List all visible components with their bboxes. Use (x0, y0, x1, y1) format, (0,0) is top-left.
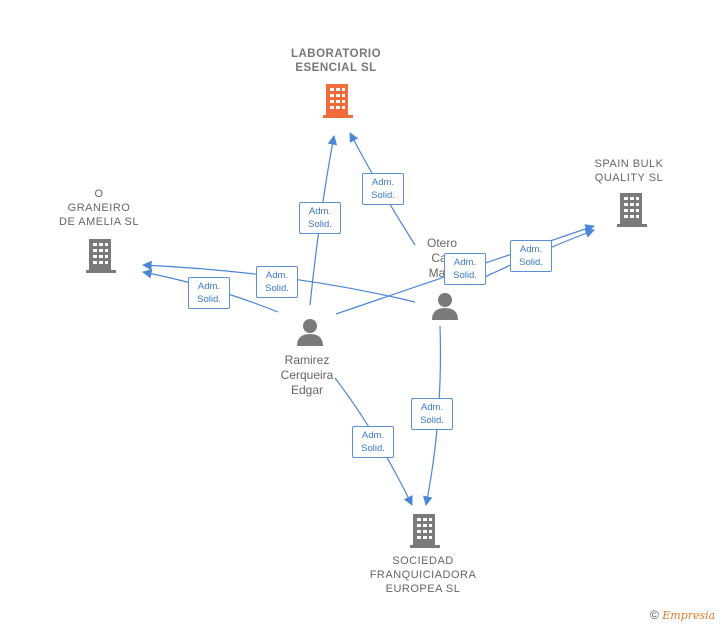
edge-label-line: Adm. (420, 402, 444, 413)
edge-label-line: Adm. (265, 270, 289, 281)
node-label-line: SOCIEDAD (392, 555, 454, 567)
person-label-line: Edgar (290, 383, 324, 397)
edge-label-line: Adm. (453, 257, 477, 268)
edge-label-line: Adm. (197, 281, 221, 292)
edge-label-line: Solid. (265, 283, 289, 294)
person-icon-otero[interactable] (430, 291, 460, 321)
edge-label-ramirez-sociedad: Adm. Solid. (352, 426, 394, 458)
node-label-line: FRANQUICIADORA (369, 569, 477, 581)
edge-label-line: Solid. (197, 294, 221, 305)
edge-label-line: Adm. (519, 244, 543, 255)
edge-label-line: Solid. (420, 415, 444, 426)
edge-label-line: Adm. (308, 206, 332, 217)
node-label-line: ESENCIAL SL (295, 62, 377, 74)
node-label-laboratorio: LABORATORIO ESENCIAL SL (276, 47, 396, 75)
copyright-symbol: © (650, 608, 659, 622)
building-icon-o-graneiro[interactable] (85, 238, 117, 274)
building-icon-laboratorio[interactable] (322, 83, 354, 119)
edge-label-otero-laboratorio: Adm. Solid. (362, 173, 404, 205)
node-label-line: DE AMELIA SL (59, 216, 139, 228)
edge-label-line: Solid. (453, 270, 477, 281)
edge-label-line: Adm. (361, 430, 385, 441)
node-label-line: SPAIN BULK (594, 158, 664, 170)
person-icon-ramirez[interactable] (295, 317, 325, 347)
person-label-line: Otero (426, 236, 457, 250)
edge-label-line: Adm. (371, 177, 395, 188)
edge-label-line: Solid. (371, 190, 395, 201)
building-icon-sociedad[interactable] (409, 513, 441, 549)
edge-label-line: Solid. (308, 219, 332, 230)
node-label-line: GRANEIRO (67, 202, 131, 214)
edge-label-line: Solid. (519, 257, 543, 268)
edge-label-line: Solid. (361, 443, 385, 454)
footer-copyright: © Empresia (650, 608, 715, 622)
edge-label-otero-graneiro: Adm. Solid. (256, 266, 298, 298)
person-label-ramirez: Ramirez Cerqueira Edgar (262, 353, 352, 398)
edge-label-otero-spain: Adm. Solid. (510, 240, 552, 272)
node-label-line: EUROPEA SL (385, 583, 461, 595)
node-label-line: O (94, 188, 104, 200)
node-label-line: LABORATORIO (290, 48, 382, 60)
edge-label-ramirez-graneiro: Adm. Solid. (188, 277, 230, 309)
building-icon-spain-bulk[interactable] (616, 192, 648, 228)
node-label-spain-bulk: SPAIN BULK QUALITY SL (579, 157, 679, 185)
edge-label-ramirez-spain: Adm. Solid. (444, 253, 486, 285)
node-label-o-graneiro: O GRANEIRO DE AMELIA SL (49, 187, 149, 229)
person-label-line: Ramirez (284, 353, 330, 367)
node-label-line: QUALITY SL (594, 172, 664, 184)
node-label-sociedad: SOCIEDAD FRANQUICIADORA EUROPEA SL (358, 554, 488, 596)
brand-logo[interactable]: Empresia (662, 609, 716, 622)
edge-label-otero-sociedad: Adm. Solid. (411, 398, 453, 430)
edge-label-ramirez-laboratorio: Adm. Solid. (299, 202, 341, 234)
person-label-line: Cerqueira (280, 368, 334, 382)
